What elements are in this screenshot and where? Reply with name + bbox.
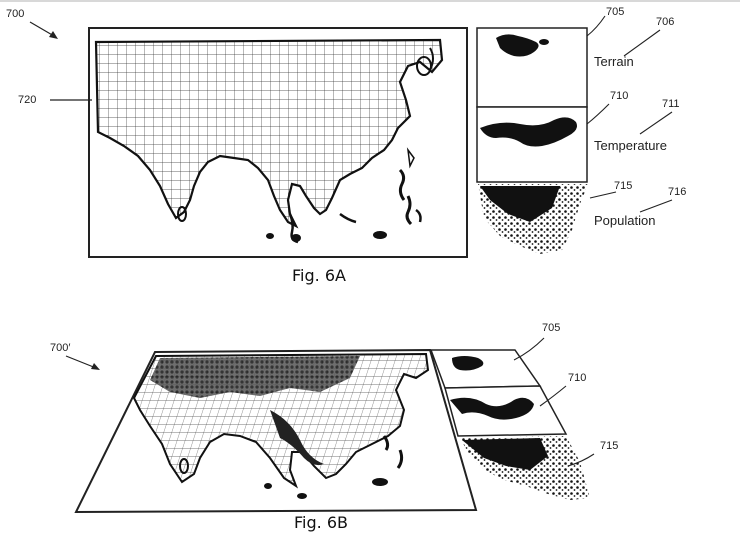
- ref-label-710: 710: [610, 90, 629, 102]
- ref-label-716: 716: [668, 186, 687, 198]
- ref-arrow-700-prime: [65, 355, 100, 370]
- population-label: Population: [594, 213, 656, 228]
- ref-label-706: 706: [656, 16, 675, 28]
- ref-label-705-b: 705: [542, 322, 561, 334]
- ref-label-700-prime: 700′: [50, 342, 71, 354]
- terrain-layer-plane: [429, 349, 542, 389]
- figure-caption-6b: Fig. 6B: [294, 513, 348, 532]
- figure-caption-6a: Fig. 6A: [292, 266, 346, 285]
- ref-label-710-b: 710: [568, 372, 587, 384]
- ref-label-715-b: 715: [600, 440, 619, 452]
- terrain-label: Terrain: [594, 54, 634, 69]
- terrain-layer-plane-blob: [452, 356, 484, 371]
- ref-label-711: 711: [662, 98, 680, 110]
- top-divider: [0, 0, 740, 2]
- ref-arrow-700: [29, 21, 58, 39]
- temperature-label: Temperature: [594, 138, 667, 153]
- ref-label-700: 700: [6, 8, 25, 20]
- asia-map-grid: [94, 38, 444, 244]
- ref-label-705: 705: [606, 6, 625, 18]
- side-label-leaders-b: [513, 337, 595, 467]
- population-layer: [478, 184, 588, 254]
- terrain-layer-blob-2: [539, 39, 549, 45]
- population-layer-plane: [460, 436, 590, 500]
- temperature-layer-blob: [480, 117, 577, 147]
- terrain-layer-blob: [496, 34, 539, 57]
- side-label-leaders-a: [586, 15, 673, 213]
- perspective-map-grid: [132, 352, 430, 499]
- temperature-layer-plane-blob: [450, 397, 534, 420]
- ref-label-715: 715: [614, 180, 633, 192]
- terrain-layer-box: [476, 27, 588, 108]
- ref-label-720: 720: [18, 94, 37, 106]
